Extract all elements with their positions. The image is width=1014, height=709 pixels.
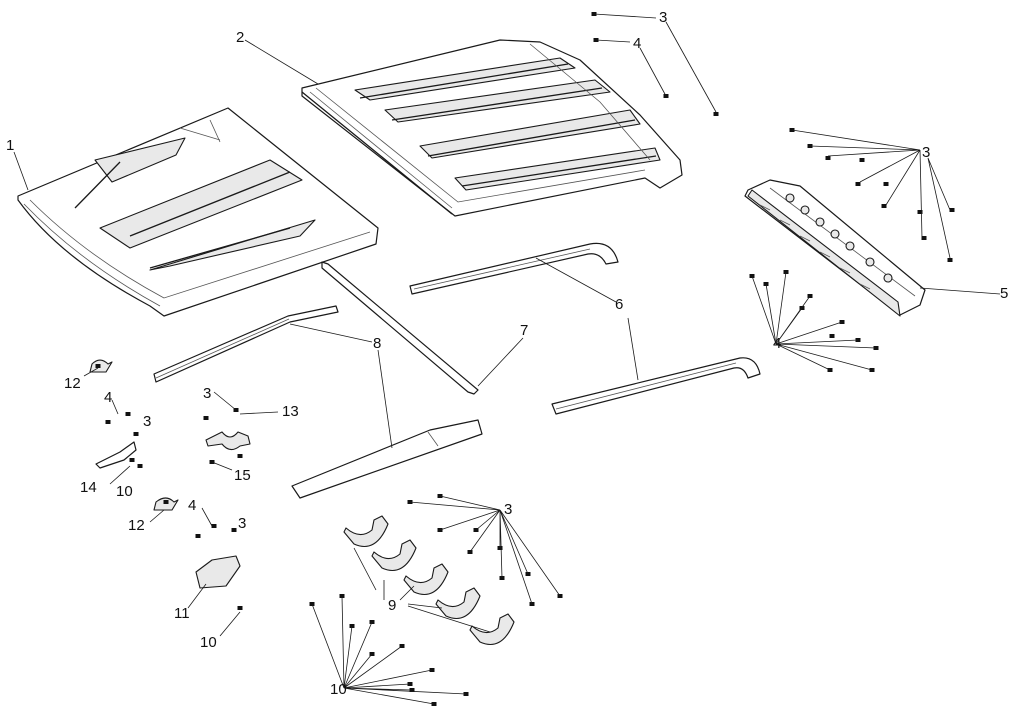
callout-13: 13 <box>282 403 299 420</box>
fastener-35 <box>237 454 243 458</box>
rear-roof-panel <box>301 39 683 217</box>
callout-5: 5 <box>1000 285 1008 302</box>
fastener-29 <box>133 432 139 436</box>
fastener-37 <box>195 534 201 538</box>
callout-3f: 3 <box>504 501 512 518</box>
callout-14: 14 <box>80 479 97 496</box>
fastener-28 <box>125 412 131 416</box>
callout-9: 9 <box>388 597 396 614</box>
fastener-9 <box>883 182 889 186</box>
fastener-36 <box>163 500 169 504</box>
fastener-8 <box>855 182 861 186</box>
callout-12a: 12 <box>64 375 81 392</box>
wire-bracket <box>95 441 137 469</box>
callout-7: 7 <box>520 322 528 339</box>
rear-header-rail <box>744 179 926 317</box>
fastener-10 <box>881 204 887 208</box>
callout-10b: 10 <box>200 634 217 651</box>
clamp-brackets <box>343 515 515 646</box>
fastener-12 <box>949 208 955 212</box>
fastener-31 <box>129 458 135 462</box>
support-rod <box>321 261 479 395</box>
callout-12b: 12 <box>128 517 145 534</box>
callout-4b: 4 <box>773 335 781 352</box>
fastener-26 <box>95 364 101 368</box>
callout-4d: 4 <box>188 497 196 514</box>
callout-15: 15 <box>234 467 251 484</box>
callout-11: 11 <box>174 605 190 622</box>
fastener-11 <box>917 210 923 214</box>
callout-6: 6 <box>615 296 623 313</box>
fastener-21 <box>829 334 835 338</box>
roof-seal-strips <box>153 305 483 499</box>
fastener-6 <box>825 156 831 160</box>
fastener-13 <box>921 236 927 240</box>
roof-trim-strips <box>409 242 761 415</box>
bracket-plate <box>195 555 241 589</box>
fastener-14 <box>947 258 953 262</box>
fastener-30 <box>137 464 143 468</box>
callout-10a: 10 <box>116 483 133 500</box>
callout-8: 8 <box>373 335 381 352</box>
callout-4a: 4 <box>633 35 641 52</box>
leader-lines <box>13 13 1001 705</box>
callout-2: 2 <box>236 29 244 46</box>
strap-bracket <box>205 431 251 451</box>
fastener-3 <box>713 112 719 116</box>
callout-3d: 3 <box>203 385 211 402</box>
callout-labels: 1 2 3 4 3 5 6 7 8 4 12 4 3 3 13 14 10 15… <box>6 9 1008 698</box>
fastener-40 <box>237 606 243 610</box>
callout-3a: 3 <box>659 9 667 26</box>
fastener-39 <box>231 528 237 532</box>
fastener-38 <box>211 524 217 528</box>
callout-10c: 10 <box>330 681 347 698</box>
front-roof-panel <box>17 107 379 317</box>
callout-3b: 3 <box>922 144 930 161</box>
callout-1: 1 <box>6 137 14 154</box>
fastener-27 <box>105 420 111 424</box>
callout-3e: 3 <box>238 515 246 532</box>
fastener-32 <box>203 416 209 420</box>
callout-4c: 4 <box>104 389 112 406</box>
fastener-7 <box>859 158 865 162</box>
callout-3c: 3 <box>143 413 151 430</box>
